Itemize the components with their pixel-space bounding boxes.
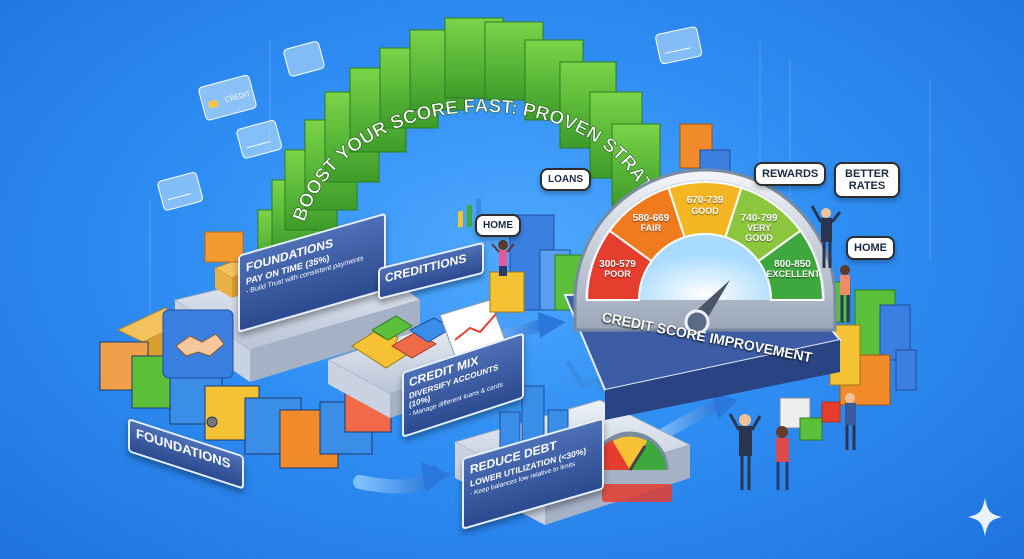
person-celebrating-home	[491, 240, 515, 276]
floating-credit-cards	[157, 26, 703, 211]
city-buildings-right	[779, 281, 917, 441]
better-rates-bubble: BETTER RATES	[834, 162, 900, 198]
home-bubble-left: HOME	[475, 214, 521, 237]
gauge-segments	[585, 181, 825, 301]
woman-near-home	[840, 265, 850, 322]
couple-celebrating	[728, 413, 789, 490]
gauge-segment-rating: GOOD	[691, 205, 719, 216]
gauge-segment-rating: FAIR	[640, 223, 662, 234]
gauge-segment-range: 740-799	[740, 212, 778, 224]
gauge-segment-rating: EXCELLENT	[766, 269, 820, 280]
gauge-segment-range: 300-579	[599, 258, 636, 270]
gauge-segment-rating: VERY GOOD	[745, 223, 773, 243]
gauge-segment-rating: POOR	[604, 269, 631, 280]
businessman-rewards	[810, 205, 842, 268]
home-bubble-right: HOME	[846, 236, 895, 260]
gauge-segment-range: 800-850	[774, 258, 811, 270]
gauge-segment-5	[756, 229, 825, 301]
loans-bubble: LOANS	[540, 168, 591, 191]
gauge-segment-range: 580-669	[632, 212, 670, 224]
sparkle-icon	[968, 498, 1002, 536]
gauge-segment-range: 670-739	[686, 195, 724, 206]
growth-chart-tablet	[439, 198, 506, 357]
credit-score-gauge	[563, 168, 842, 420]
rewards-bubble: REWARDS	[754, 162, 827, 186]
green-staircase-arch	[257, 17, 661, 273]
man-near-buildings	[845, 393, 856, 450]
handshake-tile	[162, 309, 234, 379]
